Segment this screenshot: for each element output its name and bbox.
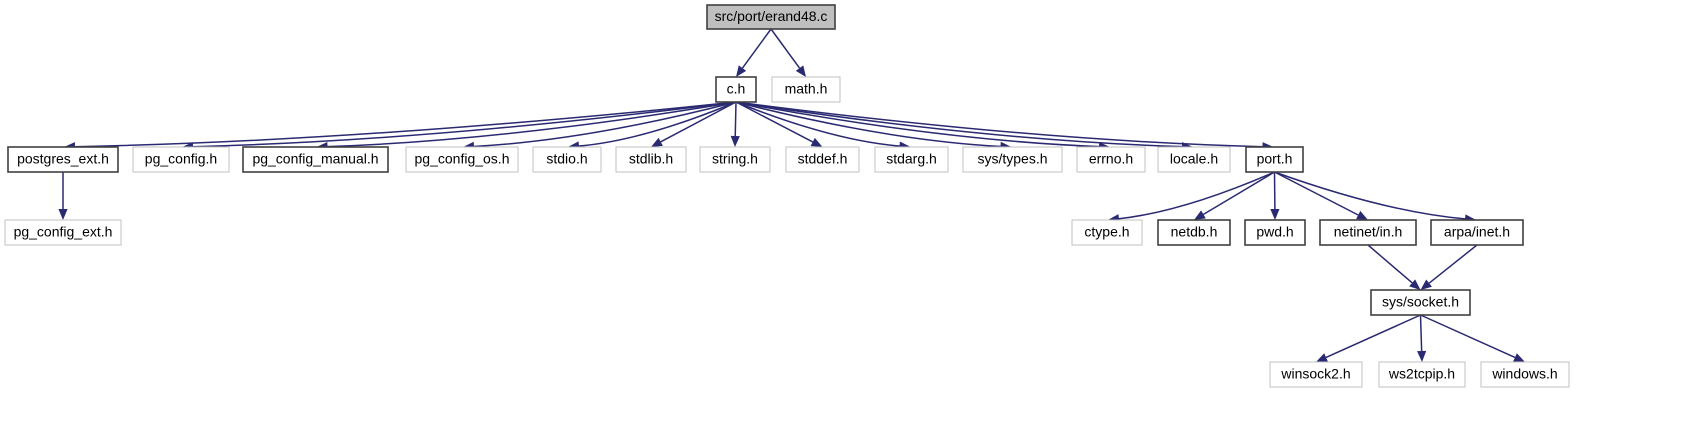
graph-node-port_h[interactable]: port.h [1245, 146, 1304, 173]
node-box-pwd_h[interactable] [1244, 219, 1306, 246]
graph-node-sys_types_h[interactable]: sys/types.h [962, 146, 1063, 173]
edge-c_h-to-locale_h [735, 101, 1184, 148]
node-box-arpa_inet_h[interactable] [1430, 219, 1524, 246]
edge-c_h-to-port_h [735, 101, 1264, 148]
edge-c_h-to-sys_types_h [735, 101, 1002, 148]
edge-port_h-to-arpa_inet_h [1274, 171, 1467, 220]
graph-node-locale_h[interactable]: locale.h [1157, 146, 1231, 173]
node-box-c_h[interactable] [715, 76, 757, 103]
graph-node-stddef_h[interactable]: stddef.h [785, 146, 860, 173]
edge-c_h-to-stdarg_h [735, 101, 901, 147]
graph-node-stdlib_h[interactable]: stdlib.h [615, 146, 687, 173]
node-box-windows_h[interactable] [1480, 361, 1570, 388]
node-box-errno_h[interactable] [1076, 146, 1146, 173]
graph-node-math_h[interactable]: math.h [771, 76, 841, 103]
edge-c_h-to-pg_config_os_h [472, 101, 737, 148]
edge-arrowhead [651, 137, 663, 147]
node-box-port_h[interactable] [1245, 146, 1304, 173]
edge-c_h-to-stdlib_h [660, 101, 737, 143]
graph-node-ctype_h[interactable]: ctype.h [1071, 219, 1143, 246]
edge-port_h-to-ctype_h [1117, 171, 1275, 220]
edge-sys_socket_h-to-winsock2_h [1325, 314, 1421, 359]
node-box-pg_config_ext_h[interactable] [4, 219, 122, 246]
edge-c_h-to-stddef_h [735, 101, 814, 143]
node-box-sys_types_h[interactable] [962, 146, 1063, 173]
graph-node-winsock2_h[interactable]: winsock2.h [1269, 361, 1363, 388]
edge-arrowhead [736, 65, 747, 77]
graph-node-c_h[interactable]: c.h [715, 76, 757, 103]
edge-sys_socket_h-to-windows_h [1420, 314, 1516, 359]
edge-port_h-to-netinet_in_h [1274, 171, 1359, 216]
edge-arrowhead [1316, 353, 1328, 362]
nodes-layer: src/port/erand48.c c.h math.h postgres_ext.… [4, 4, 1570, 388]
edge-arrowhead [795, 65, 806, 77]
node-box-netinet_in_h[interactable] [1319, 219, 1417, 246]
edge-arrowhead [1356, 210, 1368, 220]
graph-node-pg_config_os_h[interactable]: pg_config_os.h [405, 146, 519, 173]
edge-c_h-to-pg_config_manual_h [326, 101, 737, 148]
node-box-stddef_h[interactable] [785, 146, 860, 173]
graph-node-pg_config_manual_h[interactable]: pg_config_manual.h [242, 146, 389, 173]
edge-c_h-to-stdio_h [577, 101, 737, 147]
graph-node-stdio_h[interactable]: stdio.h [532, 146, 602, 173]
graph-node-stdarg_h[interactable]: stdarg.h [874, 146, 949, 173]
edge-arrowhead [1194, 210, 1206, 220]
node-box-pg_config_h[interactable] [132, 146, 230, 173]
graph-node-erand48[interactable]: src/port/erand48.c [706, 4, 836, 30]
edge-arrowhead [1270, 208, 1280, 220]
graph-node-arpa_inet_h[interactable]: arpa/inet.h [1430, 219, 1524, 246]
edge-arrowhead [1409, 279, 1421, 290]
edge-c_h-to-pg_config_h [191, 101, 737, 148]
edge-arrowhead [1417, 350, 1427, 362]
edge-arrowhead [1420, 279, 1432, 290]
edge-arrowhead [810, 137, 823, 147]
node-box-netdb_h[interactable] [1157, 219, 1231, 246]
node-box-stdarg_h[interactable] [874, 146, 949, 173]
graph-node-sys_socket_h[interactable]: sys/socket.h [1370, 289, 1471, 316]
node-box-stdlib_h[interactable] [615, 146, 687, 173]
edge-port_h-to-netdb_h [1203, 171, 1275, 216]
graph-node-windows_h[interactable]: windows.h [1480, 361, 1570, 388]
edge-erand48-to-c_h [741, 28, 772, 69]
edge-netinet_in_h-to-sys_socket_h [1367, 244, 1413, 284]
graph-node-postgres_ext_h[interactable]: postgres_ext.h [7, 146, 119, 173]
edge-arpa_inet_h-to-sys_socket_h [1428, 244, 1478, 284]
node-box-ctype_h[interactable] [1071, 219, 1143, 246]
node-box-stdio_h[interactable] [532, 146, 602, 173]
node-box-sys_socket_h[interactable] [1370, 289, 1471, 316]
edges-layer [58, 28, 1525, 362]
edge-c_h-to-errno_h [735, 101, 1101, 148]
graph-node-string_h[interactable]: string.h [699, 146, 771, 173]
graph-node-netinet_in_h[interactable]: netinet/in.h [1319, 219, 1417, 246]
node-box-erand48[interactable] [706, 4, 836, 30]
graph-node-errno_h[interactable]: errno.h [1076, 146, 1146, 173]
node-box-locale_h[interactable] [1157, 146, 1231, 173]
graph-node-pg_config_h[interactable]: pg_config.h [132, 146, 230, 173]
edge-arrowhead [730, 135, 740, 147]
graph-node-pg_config_ext_h[interactable]: pg_config_ext.h [4, 219, 122, 246]
edge-sys_socket_h-to-ws2tcpip_h [1419, 314, 1423, 352]
node-box-postgres_ext_h[interactable] [7, 146, 119, 173]
graph-node-ws2tcpip_h[interactable]: ws2tcpip.h [1378, 361, 1466, 388]
node-box-ws2tcpip_h[interactable] [1378, 361, 1466, 388]
edge-erand48-to-math_h [770, 28, 801, 69]
node-box-pg_config_os_h[interactable] [405, 146, 519, 173]
edge-arrowhead [58, 209, 68, 220]
edge-c_h-to-postgres_ext_h [73, 101, 737, 148]
edge-arrowhead [1513, 353, 1525, 362]
graph-node-pwd_h[interactable]: pwd.h [1244, 219, 1306, 246]
node-box-winsock2_h[interactable] [1269, 361, 1363, 388]
node-box-math_h[interactable] [771, 76, 841, 103]
node-box-string_h[interactable] [699, 146, 771, 173]
graph-node-netdb_h[interactable]: netdb.h [1157, 219, 1231, 246]
node-box-pg_config_manual_h[interactable] [242, 146, 389, 173]
edge-c_h-to-string_h [734, 101, 737, 137]
